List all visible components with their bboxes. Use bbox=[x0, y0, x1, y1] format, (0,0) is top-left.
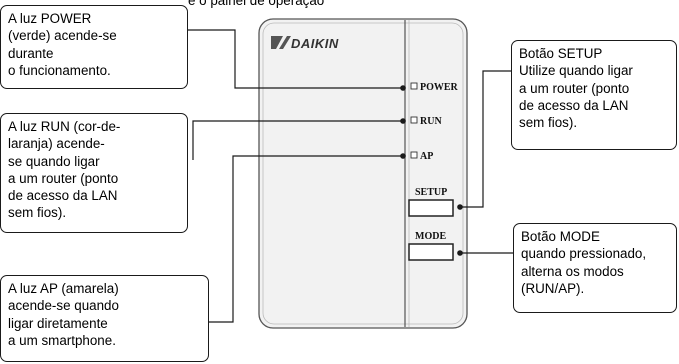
setup-button-callout: Botão SETUP Utilize quando ligar a um ro… bbox=[511, 40, 677, 150]
power-indicator-icon bbox=[410, 82, 418, 90]
callout-line: A luz RUN (cor-de- bbox=[8, 119, 121, 134]
run-leader-dot bbox=[400, 118, 406, 124]
mode-leader-dot bbox=[457, 250, 463, 256]
callout-line: alterna os modos bbox=[521, 263, 624, 279]
callout-line: (verde) acende-se bbox=[8, 28, 117, 44]
callout-line: de acesso da LAN bbox=[8, 188, 118, 204]
callout-line: laranja) acende- bbox=[8, 136, 105, 152]
power-indicator-label: POWER bbox=[420, 82, 459, 93]
ap-light-callout: A luz AP (amarela) acende-se quando liga… bbox=[0, 275, 209, 362]
setup-button[interactable] bbox=[408, 199, 454, 217]
callout-line: quando pressionado, bbox=[521, 246, 647, 262]
mode-button-label: MODE bbox=[415, 231, 446, 242]
setup-leader-line bbox=[460, 70, 511, 208]
setup-button-label: SETUP bbox=[415, 187, 447, 198]
callout-line: (RUN/AP). bbox=[521, 280, 585, 296]
callout-line: a um router (ponto bbox=[519, 80, 630, 96]
device-body-inner bbox=[262, 22, 464, 325]
callout-line: se quando ligar bbox=[8, 153, 100, 169]
power-light-callout: A luz POWER (verde) acende-se durante o … bbox=[0, 5, 188, 89]
callout-line: A luz AP (amarela) bbox=[8, 281, 119, 296]
ap-leader-dot bbox=[400, 153, 406, 159]
device-body bbox=[258, 18, 468, 329]
logo-mark-icon bbox=[271, 36, 283, 49]
brand-logo-text: DAIKIN bbox=[291, 36, 339, 51]
run-indicator-label: RUN bbox=[420, 116, 442, 127]
mode-button[interactable] bbox=[408, 243, 454, 261]
logo-mark-slash-icon bbox=[279, 36, 291, 49]
ap-leader-line bbox=[209, 155, 403, 323]
run-light-callout: A luz RUN (cor-de- laranja) acende- se q… bbox=[0, 113, 188, 233]
callout-line: acende-se quando bbox=[8, 298, 119, 314]
callout-line: sem fios). bbox=[8, 205, 67, 221]
power-leader-dot bbox=[400, 85, 406, 91]
callout-line: de acesso da LAN bbox=[519, 97, 629, 113]
top-caption-fragment: e o painel de operação bbox=[188, 0, 325, 8]
callout-line: Botão MODE bbox=[521, 229, 600, 244]
callout-line: ligar diretamente bbox=[8, 315, 108, 331]
callout-line: a um router (ponto bbox=[8, 170, 119, 186]
callout-line: a um smartphone. bbox=[8, 332, 116, 348]
callout-line: Botão SETUP bbox=[519, 46, 603, 61]
callout-line: sem fios). bbox=[519, 115, 578, 131]
ap-indicator-label: AP bbox=[420, 151, 433, 162]
mode-button-callout: Botão MODE quando pressionado, alterna o… bbox=[513, 223, 677, 313]
power-leader-line bbox=[187, 29, 403, 89]
run-indicator-icon bbox=[410, 116, 418, 124]
setup-leader-dot bbox=[457, 204, 463, 210]
callout-line: durante bbox=[8, 45, 54, 61]
daikin-logo: DAIKIN bbox=[271, 36, 339, 51]
callout-line: A luz POWER bbox=[8, 11, 92, 26]
callout-line: Utilize quando ligar bbox=[519, 63, 633, 79]
callout-line: o funcionamento. bbox=[8, 62, 111, 78]
ap-indicator-icon bbox=[410, 151, 418, 159]
run-leader-line bbox=[192, 120, 403, 160]
